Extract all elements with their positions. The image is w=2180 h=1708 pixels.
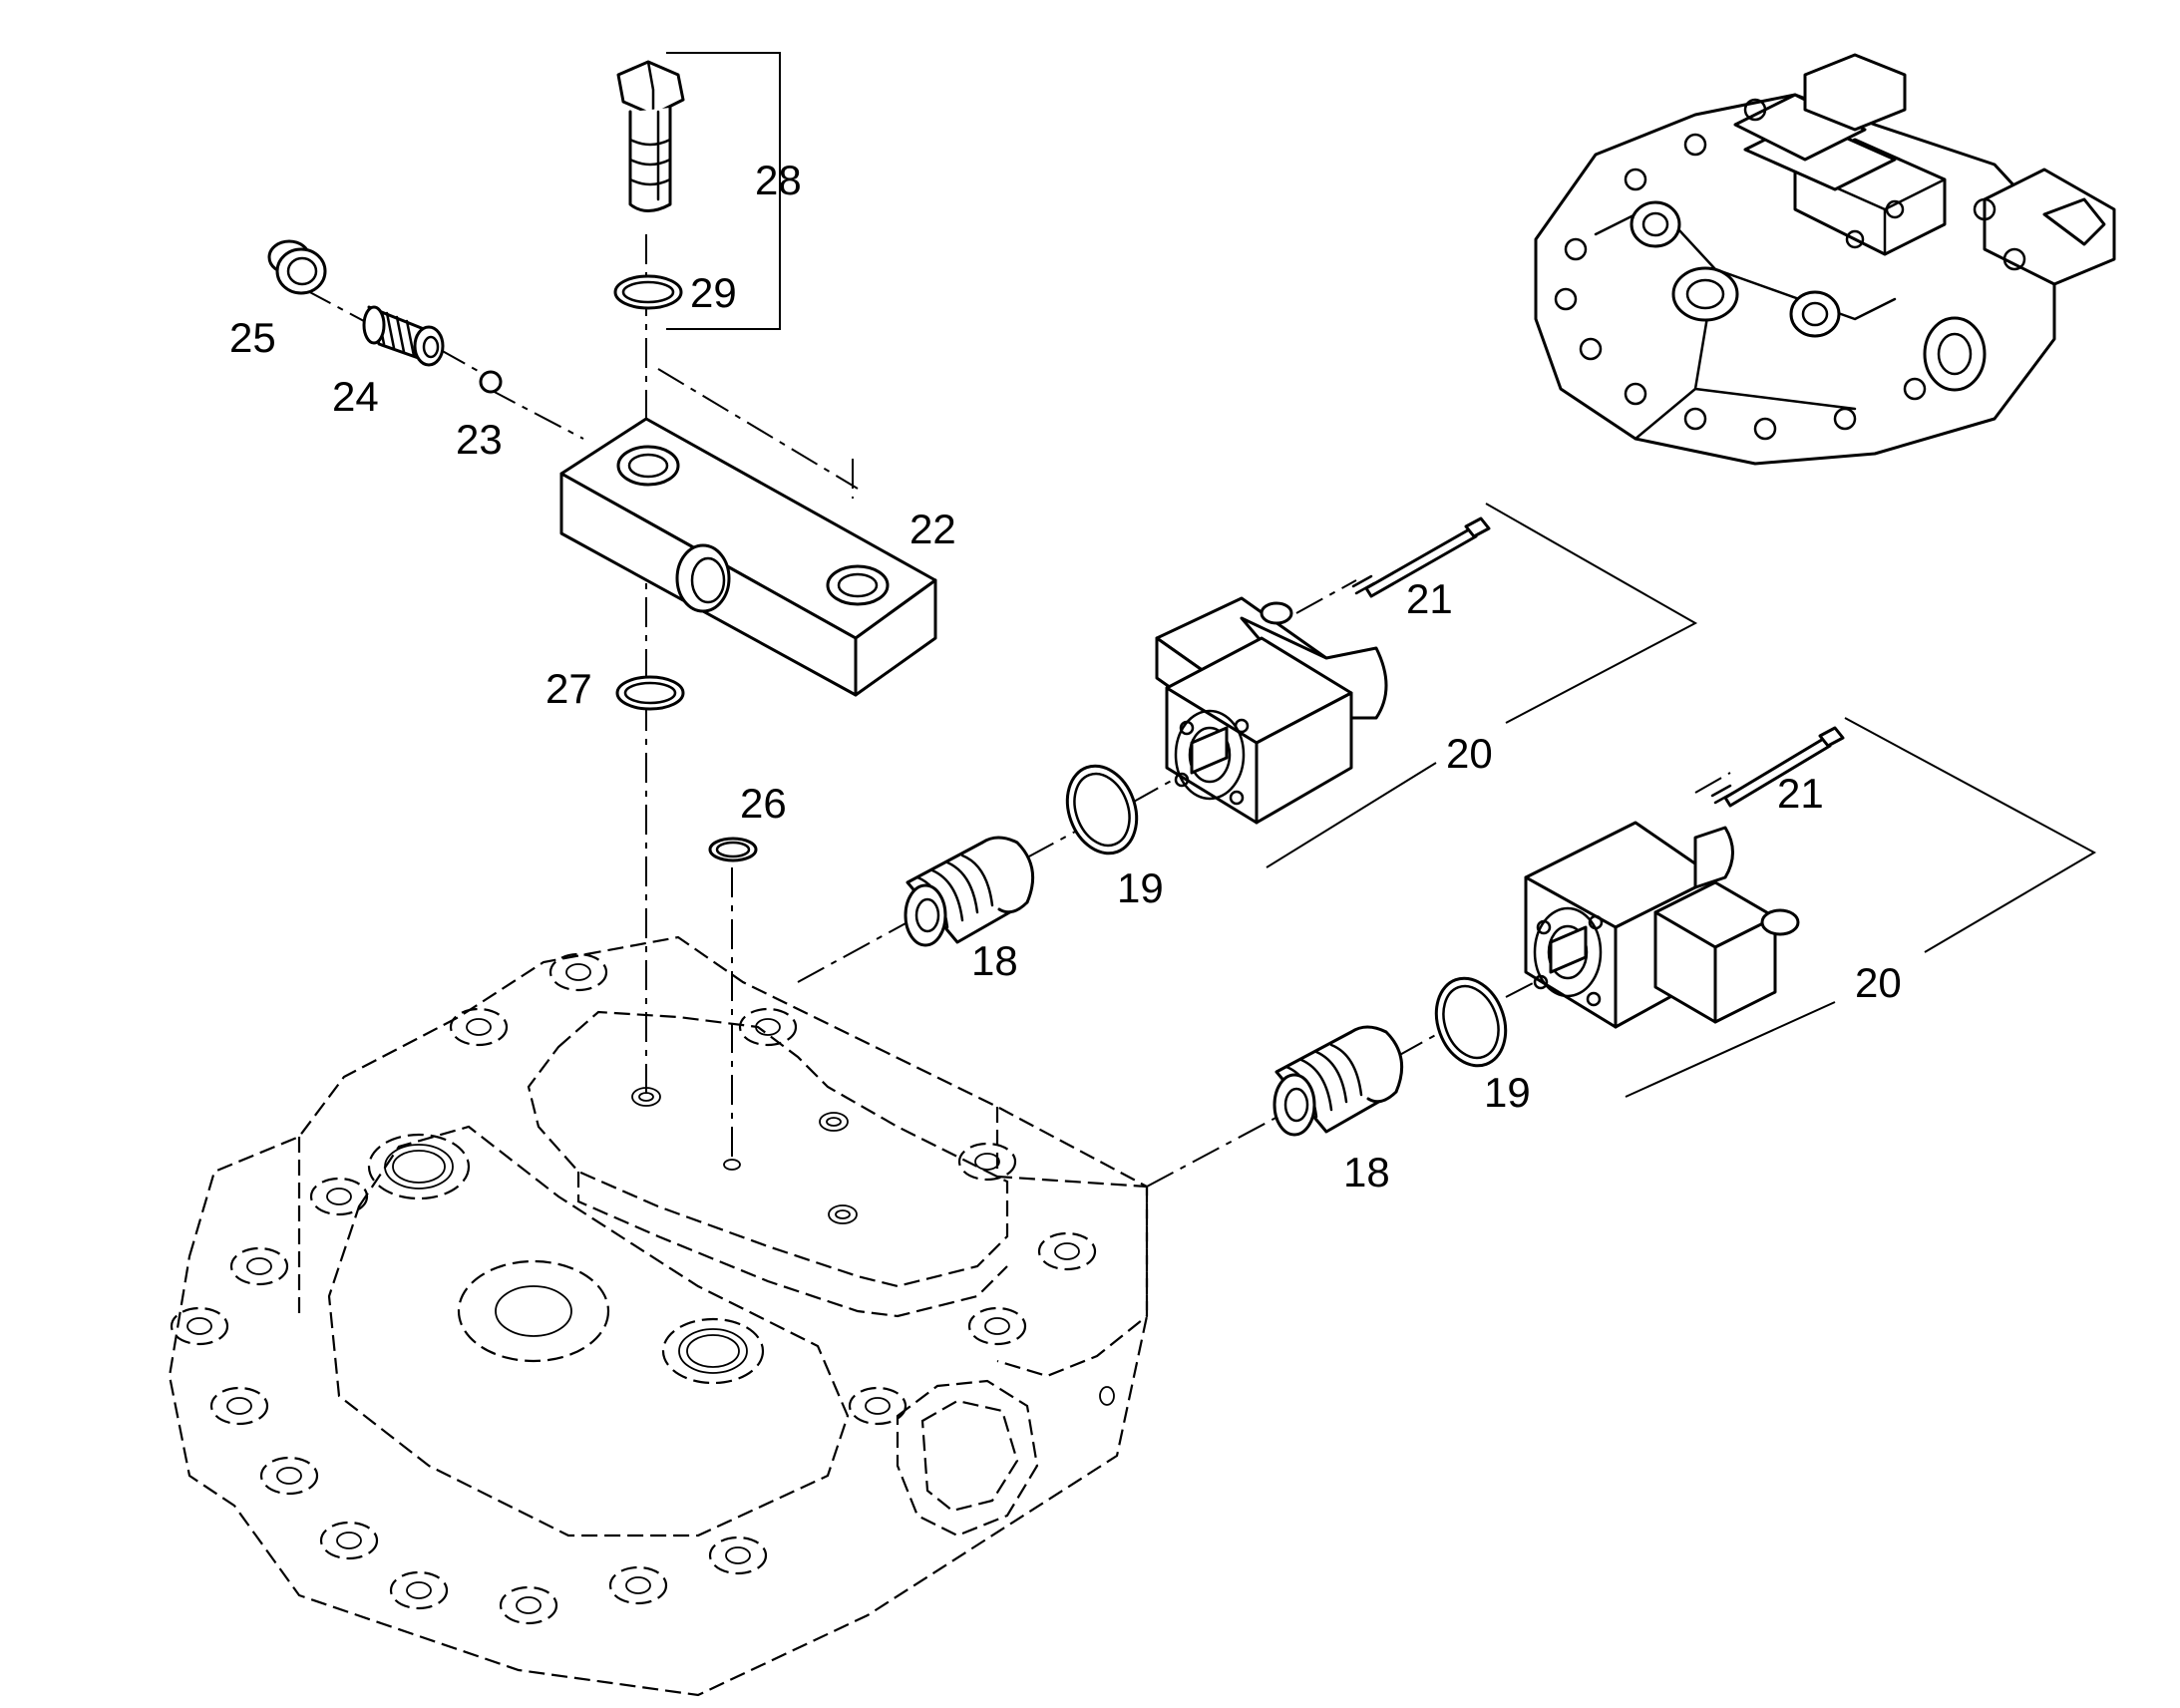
o-ring-27 (615, 675, 685, 711)
callout-22: 22 (909, 506, 956, 552)
o-ring-19-upper (1065, 764, 1139, 855)
assembled-view-inset (1534, 53, 2116, 466)
ball-23 (479, 370, 503, 394)
bolt-28 (616, 60, 685, 212)
housing-bolt-holes (170, 952, 1097, 1625)
callout-27: 27 (545, 665, 592, 712)
callout-20-upper: 20 (1446, 730, 1493, 777)
callout-bracket-20-lower (1844, 717, 2097, 953)
part-callouts: 28 29 25 24 23 22 27 26 21 20 19 18 21 2… (229, 157, 1902, 1196)
block-22 (559, 417, 937, 697)
plug-25 (267, 239, 327, 295)
o-ring-19-lower (1434, 976, 1508, 1068)
housing-top-holes (631, 1087, 1115, 1406)
o-ring-26 (708, 837, 758, 862)
callout-19-upper: 19 (1117, 864, 1164, 911)
callout-23: 23 (456, 416, 503, 463)
callout-28: 28 (755, 157, 802, 203)
callout-29: 29 (690, 269, 737, 316)
valve-cartridge-18-upper (904, 836, 1035, 947)
callout-19-lower: 19 (1484, 1069, 1531, 1116)
callout-18-upper: 18 (971, 937, 1018, 984)
callout-21-lower: 21 (1777, 770, 1824, 817)
callout-20-lower: 20 (1855, 959, 1902, 1006)
valve-housing (168, 935, 1149, 1697)
threaded-insert-24 (362, 305, 445, 367)
bolt-21-upper (1351, 516, 1491, 598)
o-ring-29 (613, 274, 683, 310)
callout-bracket-20-upper (1485, 503, 1698, 724)
housing-threaded-ports (367, 1133, 765, 1385)
assembly-centre-lines (303, 234, 1731, 1188)
callout-25: 25 (229, 314, 276, 361)
solenoid-valve-20-upper (1155, 596, 1388, 825)
callout-21-upper: 21 (1406, 575, 1453, 622)
callout-18-lower: 18 (1343, 1149, 1390, 1196)
callout-bracket-28 (666, 52, 781, 330)
callout-bracket-20-upper-lower-leg (1266, 762, 1437, 868)
solenoid-valve-20-lower (1524, 821, 1800, 1029)
callout-26: 26 (740, 780, 787, 827)
callout-24: 24 (332, 373, 379, 420)
callout-bracket-20-lower-lower-leg (1625, 1001, 1836, 1098)
valve-cartridge-18-lower (1272, 1025, 1404, 1137)
bolt-21-lower (1710, 726, 1845, 808)
